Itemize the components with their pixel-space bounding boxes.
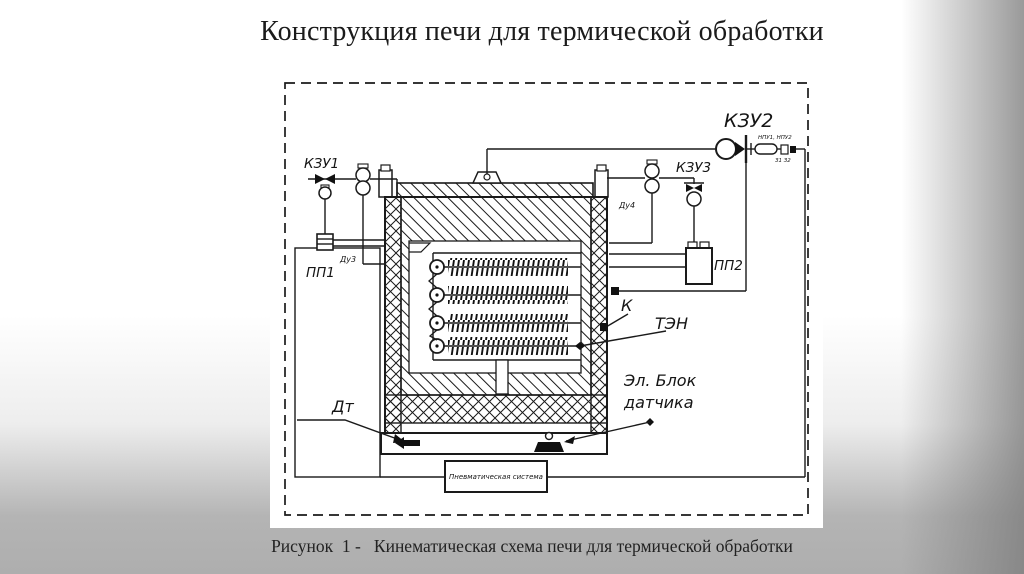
- label-pp2: ПП2: [714, 258, 743, 274]
- label-leaders: [297, 313, 667, 444]
- pp1-enclosure-box: [294, 247, 381, 478]
- du4-valve-assembly: [607, 159, 694, 244]
- furnace-body: [378, 164, 609, 455]
- coil-row: [429, 314, 581, 332]
- kzu2-valve-assembly: [715, 135, 805, 291]
- furnace-lid: [396, 182, 594, 198]
- slide-title: Конструкция печи для термической обработ…: [260, 16, 824, 47]
- label-el-block-line2: датчика: [623, 393, 694, 412]
- coil-row: [429, 286, 581, 304]
- label-kzu3: КЗУ3: [676, 160, 711, 176]
- pp1-union-fitting: [316, 233, 385, 251]
- label-el-block-line1: Эл. Блок: [623, 371, 697, 390]
- figure-caption: Рисунок 1 - Кинематическая схема печи дл…: [271, 536, 793, 556]
- pneumatic-lines: [380, 149, 806, 478]
- label-npu: НПУ1, НПУ2: [758, 135, 792, 141]
- label-dt: Дт: [331, 397, 355, 416]
- kzu3-valve-assembly: [684, 178, 704, 242]
- label-du4: Ду4: [618, 201, 635, 210]
- label-k: К: [621, 296, 633, 315]
- label-pneumatic-system: Пневматическая система: [449, 473, 543, 481]
- label-ten: ТЭН: [655, 314, 688, 333]
- label-z1z2: З1 З2: [775, 158, 791, 164]
- scheme-linework: [294, 135, 806, 493]
- kzu2-feed-line: [486, 148, 716, 174]
- label-kzu2: КЗУ2: [724, 110, 773, 132]
- system-boundary-dashed-frame: [284, 82, 809, 516]
- left-twin-valve: [355, 163, 398, 265]
- coil-row: [429, 337, 581, 355]
- pneumatic-system-box: [444, 460, 548, 493]
- kzu1-valve-assembly: [308, 174, 356, 234]
- coil-row: [429, 258, 581, 276]
- label-pp1: ПП1: [306, 265, 335, 281]
- heating-elements: [428, 258, 581, 355]
- label-kzu1: КЗУ1: [304, 156, 339, 172]
- pp2-device: [609, 241, 713, 285]
- sensor-block-device: [534, 431, 564, 452]
- contactor-line: [611, 287, 746, 295]
- label-du3: Ду3: [339, 255, 356, 264]
